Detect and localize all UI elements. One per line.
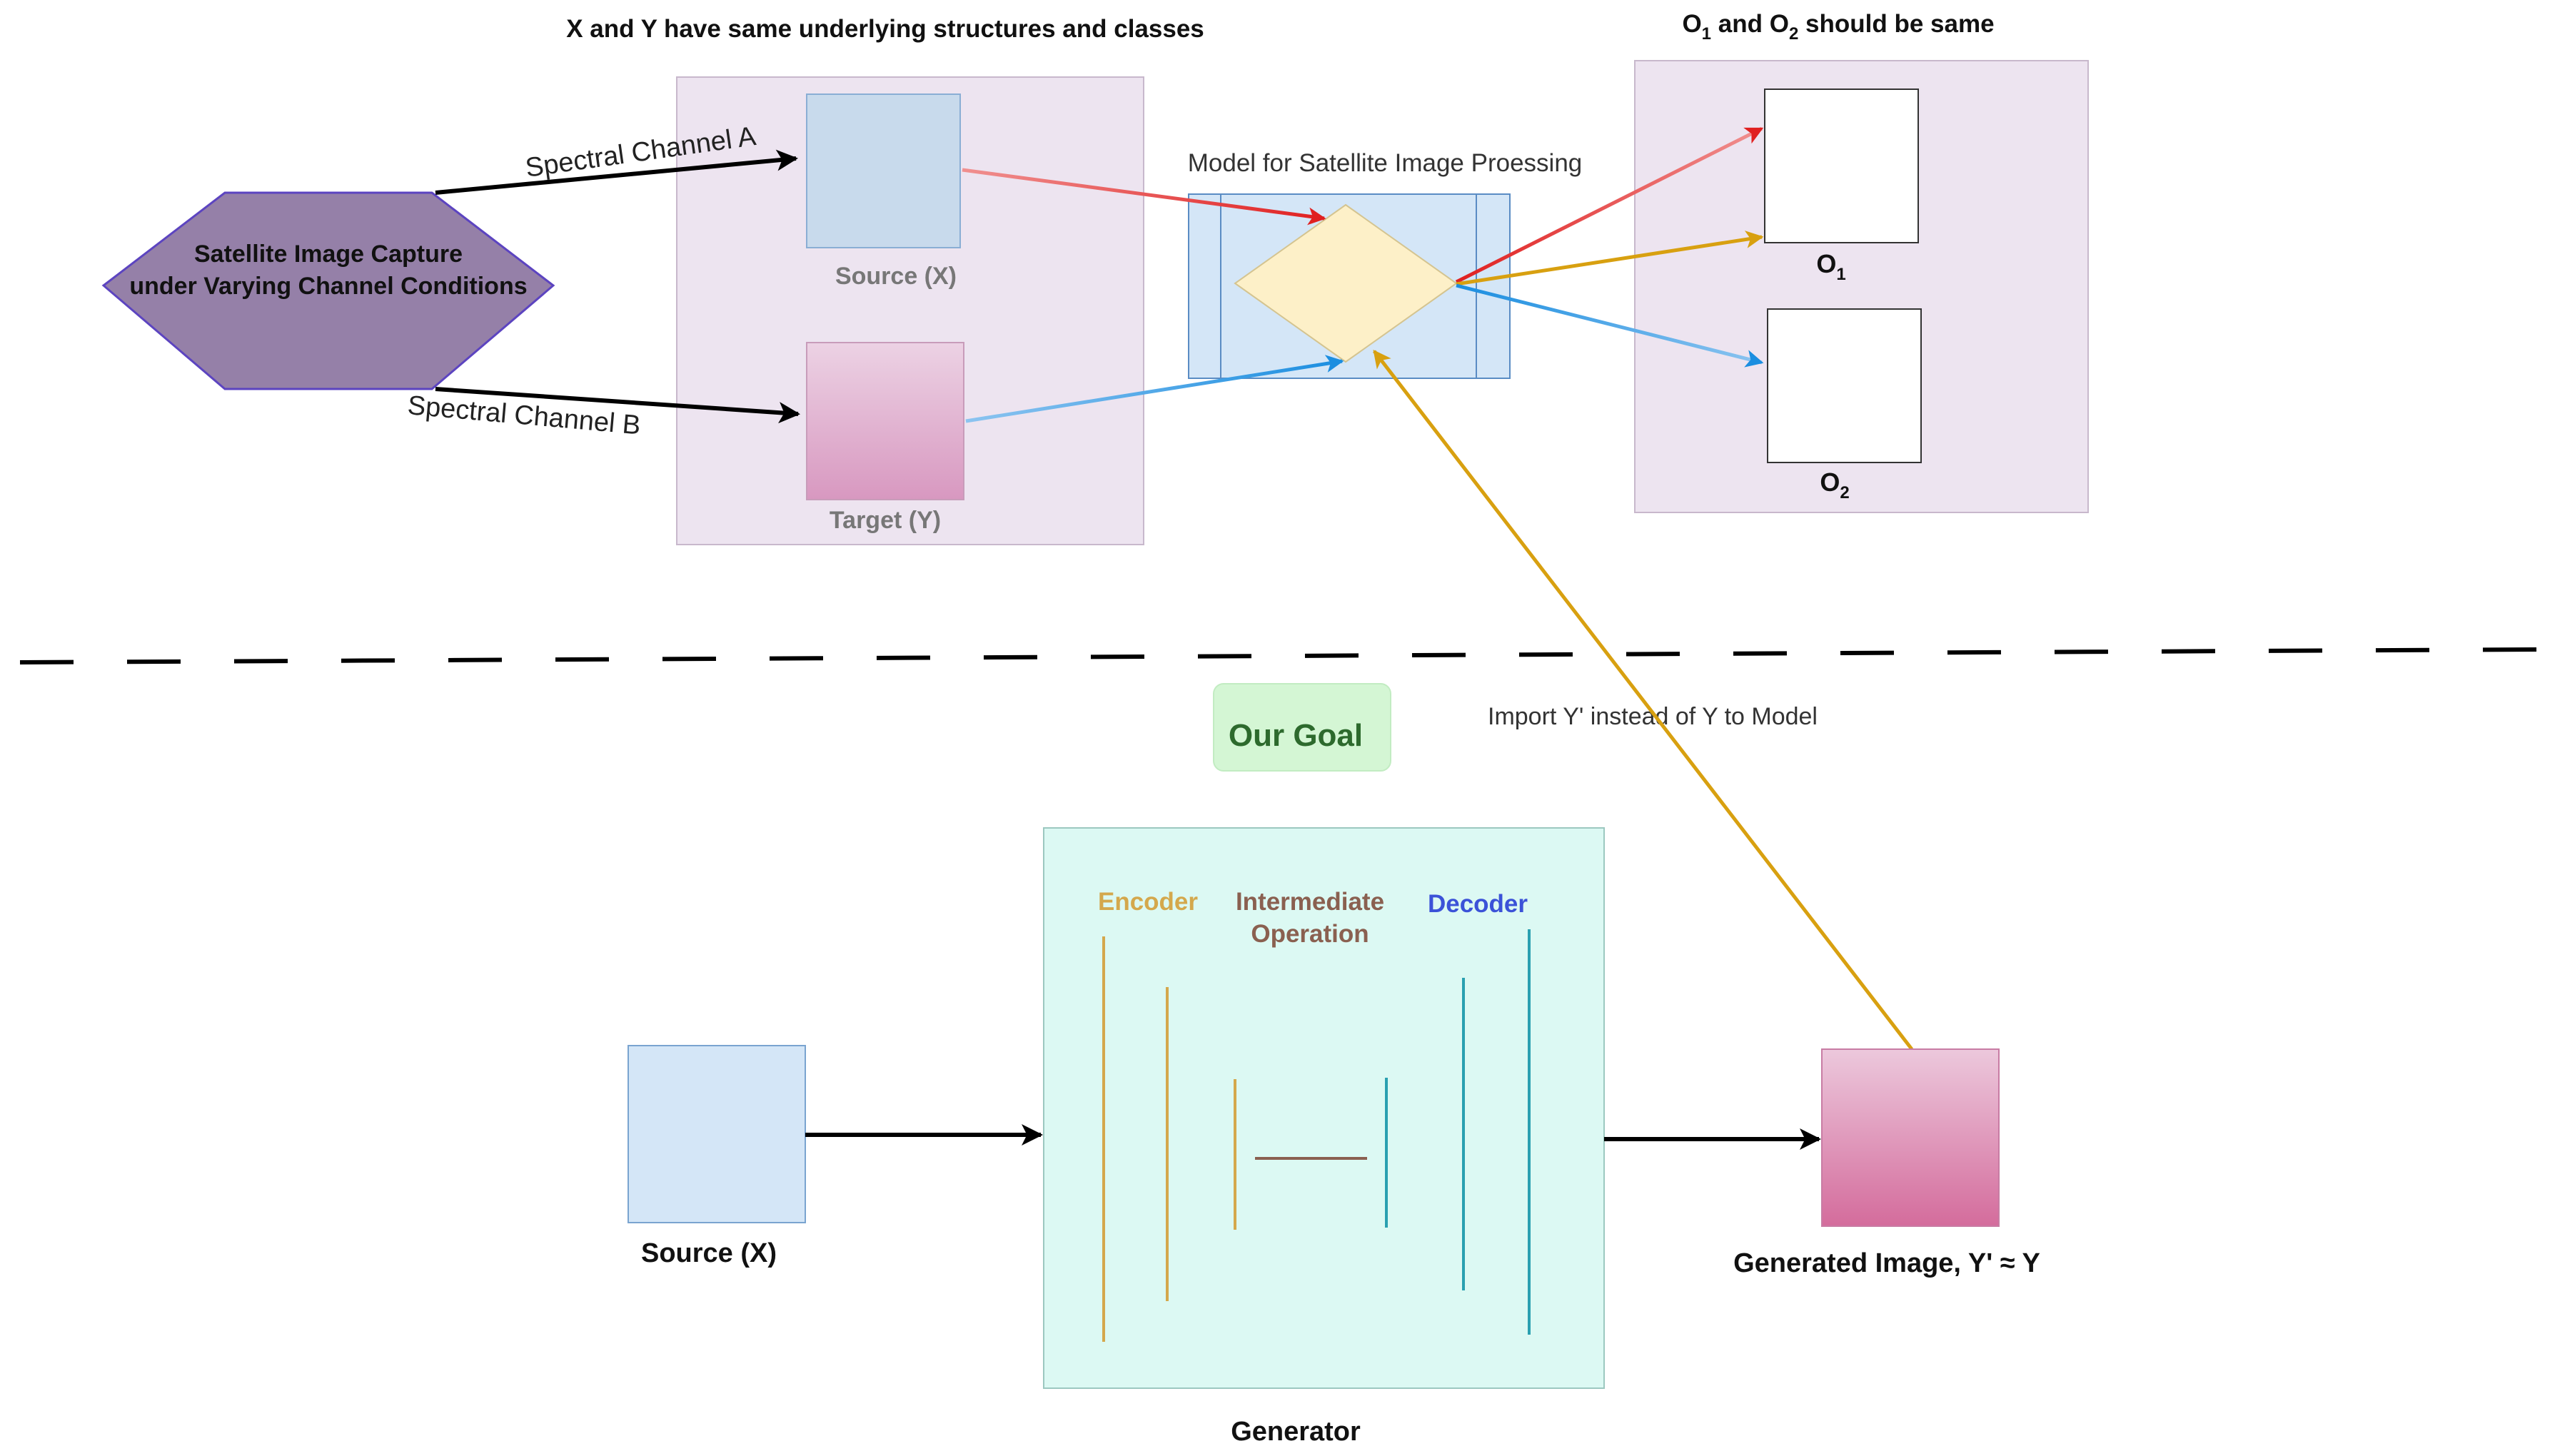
generator-box	[1043, 827, 1605, 1389]
model-to-o1-red-arrow	[1455, 126, 1764, 284]
generated-to-model-arrow	[1373, 350, 1913, 1051]
import-label: Import Y' instead of Y to Model	[1488, 703, 1818, 730]
intermediate-label-line2: Operation	[1251, 920, 1369, 948]
o2-box	[1767, 308, 1922, 463]
target-y-label: Target (Y)	[830, 507, 941, 534]
o1-label: O1	[1816, 249, 1845, 284]
target-to-model-arrow	[965, 355, 1344, 423]
generated-image-box	[1821, 1048, 2000, 1227]
encoder-label: Encoder	[1098, 888, 1198, 916]
section-divider	[19, 647, 2539, 664]
hexagon-label-line2: under Varying Channel Conditions	[129, 273, 527, 300]
intermediate-label-line1: Intermediate	[1236, 888, 1384, 916]
channel-b-arrow	[435, 387, 800, 424]
our-goal-badge	[1213, 683, 1391, 772]
bottom-source-box	[628, 1045, 806, 1223]
hexagon-label-line1: Satellite Image Capture	[194, 241, 463, 268]
source-x-box	[806, 93, 961, 248]
source-x-label: Source (X)	[835, 263, 957, 290]
generator-label: Generator	[1231, 1417, 1361, 1447]
generated-image-label: Generated Image, Y' ≈ Y	[1733, 1248, 2040, 1278]
channel-b-label: Spectral Channel B	[406, 390, 642, 440]
model-to-o1-orange-arrow	[1456, 231, 1764, 286]
bottom-source-label: Source (X)	[641, 1238, 777, 1268]
top-title-xy: X and Y have same underlying structures …	[566, 15, 1204, 43]
satellite-capture-hexagon	[101, 191, 555, 390]
channel-a-arrow	[435, 149, 798, 195]
decoder-label: Decoder	[1428, 890, 1528, 918]
model-label: Model for Satellite Image Proessing	[1188, 149, 1583, 177]
o1-box	[1764, 89, 1919, 243]
source-to-model-arrow	[962, 168, 1326, 226]
top-title-o: O1 and O2 should be same	[1682, 10, 1994, 44]
our-goal-label: Our Goal	[1229, 718, 1363, 753]
model-diamond	[1234, 203, 1458, 363]
o2-label: O2	[1820, 467, 1849, 502]
target-y-box	[806, 342, 964, 500]
model-to-o2-blue-arrow	[1456, 283, 1764, 368]
